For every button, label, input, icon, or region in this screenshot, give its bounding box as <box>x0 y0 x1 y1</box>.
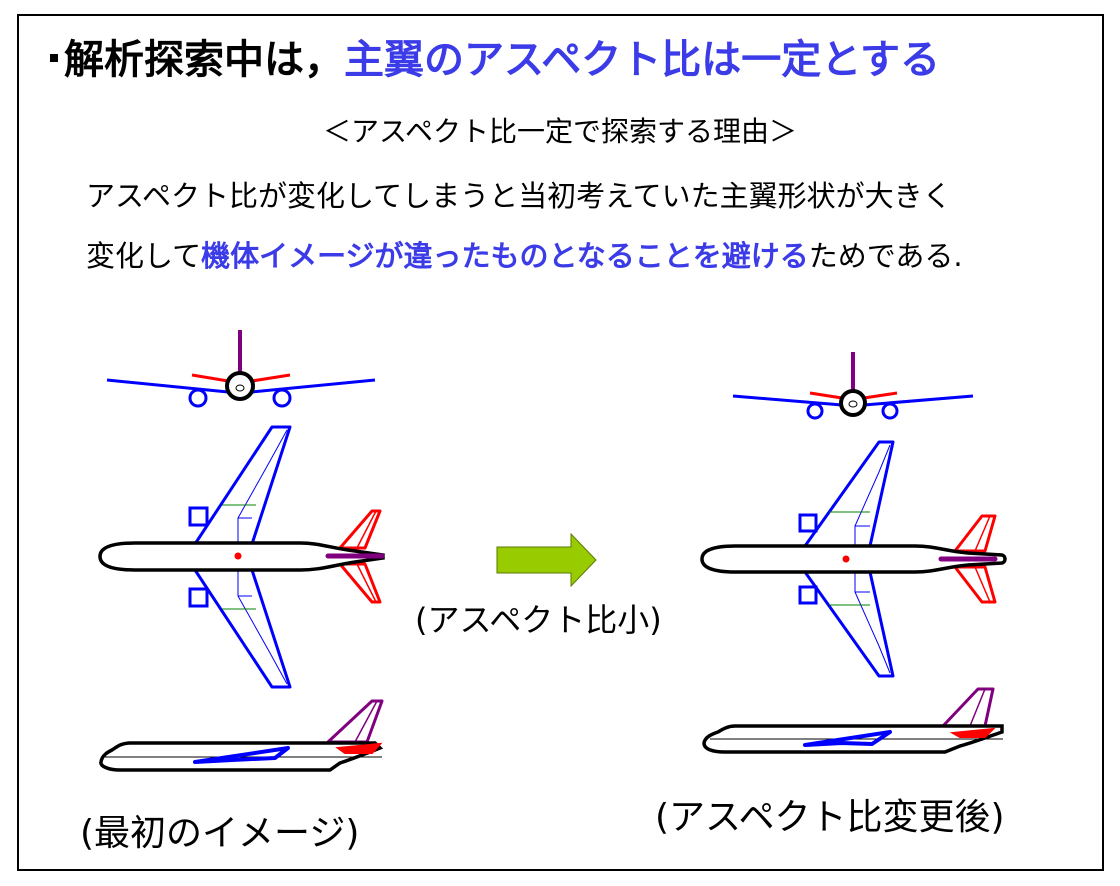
right-arrow-icon <box>496 532 597 588</box>
slide-title: 解析探索中は，主翼のアスペクト比は一定とする <box>50 40 940 80</box>
left-front-view <box>106 330 376 408</box>
arrow-caption: (アスペクト比小) <box>415 601 662 639</box>
square-bullet-icon <box>50 54 58 62</box>
title-prefix: 解析探索中は， <box>64 37 344 83</box>
title-highlight: 主翼のアスペクト比は一定とする <box>344 37 940 83</box>
right-top-view <box>700 440 1007 678</box>
left-side-view <box>99 699 384 772</box>
reason-line-1: アスペクト比が変化してしまうと当初考えていた主翼形状が大きく <box>86 179 952 213</box>
left-aircraft <box>98 330 385 772</box>
right-side-view <box>702 687 1004 754</box>
right-aircraft <box>700 352 1007 754</box>
reason-line-2-suffix: ためである. <box>808 239 963 273</box>
reason-line-2: 変化して機体イメージが違ったものとなることを避けるためである. <box>86 242 963 271</box>
right-caption: (アスペクト比変更後) <box>655 797 1005 838</box>
subheading: ＜アスペクト比一定で探索する理由＞ <box>322 115 798 148</box>
left-caption: (最初のイメージ) <box>80 813 360 854</box>
right-front-view <box>732 352 974 420</box>
reason-line-2-highlight: 機体イメージが違ったものとなることを避ける <box>201 239 809 273</box>
reason-line-2-prefix: 変化して <box>86 239 202 273</box>
slide-frame <box>17 14 1104 871</box>
left-top-view <box>98 425 385 689</box>
